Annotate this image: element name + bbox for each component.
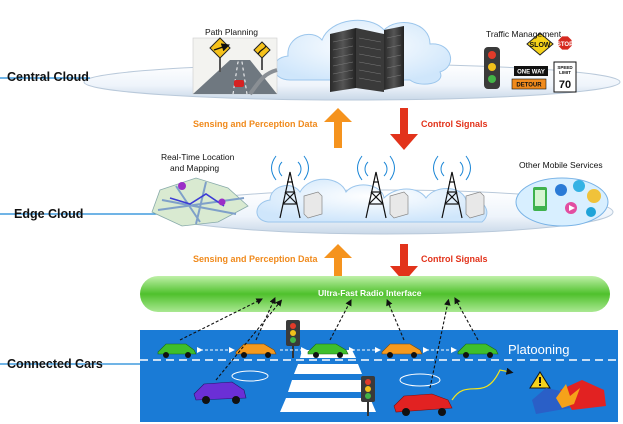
radio-interface-label: Ultra-Fast Radio Interface (318, 288, 422, 298)
slow-sign-text: SLOW (530, 42, 551, 49)
connected-cars-label: Connected Cars (7, 357, 103, 371)
edge-cloud-label: Edge Cloud (14, 207, 84, 221)
control-signals-label-top: Control Signals (421, 119, 488, 129)
location-label-line2: and Mapping (170, 163, 220, 173)
stop-sign-text: STOP (557, 42, 573, 48)
map-pin-icon (178, 182, 186, 190)
location-label-line1: Real-Time Location (161, 152, 235, 162)
upload-arrow-bottom (324, 244, 352, 280)
red-car-icon (234, 80, 244, 87)
speed-num-text: 70 (559, 79, 571, 91)
cell-tower-3 (441, 171, 463, 219)
map-image (151, 177, 249, 227)
speed-mid-text: LIMIT (559, 70, 571, 75)
one-way-sign (514, 66, 548, 76)
edge-server-3 (465, 191, 485, 219)
mobile-services-label: Other Mobile Services (519, 160, 603, 170)
mail-icon (586, 207, 596, 217)
chat-bubble-icon (555, 184, 567, 196)
red-sports-car (393, 367, 514, 416)
slow-sign (526, 32, 554, 56)
traffic-management-label: Traffic Management (486, 29, 562, 39)
cloud-app-icon (573, 180, 585, 192)
server-racks-icon (330, 26, 404, 92)
control-signals-label-bottom: Control Signals (421, 254, 488, 264)
car-crash-image (529, 371, 606, 414)
platoon-car-1 (157, 343, 197, 358)
edge-server-1 (303, 191, 323, 219)
purple-car (193, 370, 269, 404)
path-planning-label: Path Planning (205, 27, 258, 37)
cell-tower-1 (279, 171, 301, 219)
platooning-label: Platooning (508, 342, 570, 357)
download-arrow-top (390, 108, 418, 150)
platoon-car-4 (381, 343, 423, 358)
mobile-services-image (515, 177, 609, 227)
car-radio-links (179, 296, 479, 389)
platoon-car-5 (457, 343, 499, 358)
cell-tower-2 (365, 171, 387, 219)
platoon-car-3 (307, 343, 349, 358)
upload-arrow-top (324, 108, 352, 148)
speed-top-text: SPEED (557, 65, 573, 70)
path-planning-image (192, 37, 278, 96)
one-way-sign-text: ONE WAY (517, 70, 545, 76)
tower-signal-waves (271, 155, 471, 181)
central-cloud-label: Central Cloud (7, 70, 89, 84)
map-pin-icon-2 (218, 198, 226, 206)
platoon-car-2 (235, 343, 277, 358)
sensing-data-label-top: Sensing and Perception Data (193, 119, 318, 129)
sensing-data-label-bottom: Sensing and Perception Data (193, 254, 318, 264)
music-icon (587, 189, 601, 203)
speed-limit-sign (553, 61, 577, 93)
traffic-signs-image: SLOW STOP ONE WAY DETOUR SPEED LIMIT 70 (484, 32, 577, 93)
detour-sign (511, 78, 547, 90)
download-arrow-bottom (390, 244, 418, 282)
edge-server-2 (389, 191, 409, 219)
detour-sign-text: DETOUR (516, 83, 542, 89)
stop-sign (557, 35, 573, 51)
road-traffic-light-1 (286, 320, 300, 358)
road-traffic-light-2 (361, 376, 375, 416)
